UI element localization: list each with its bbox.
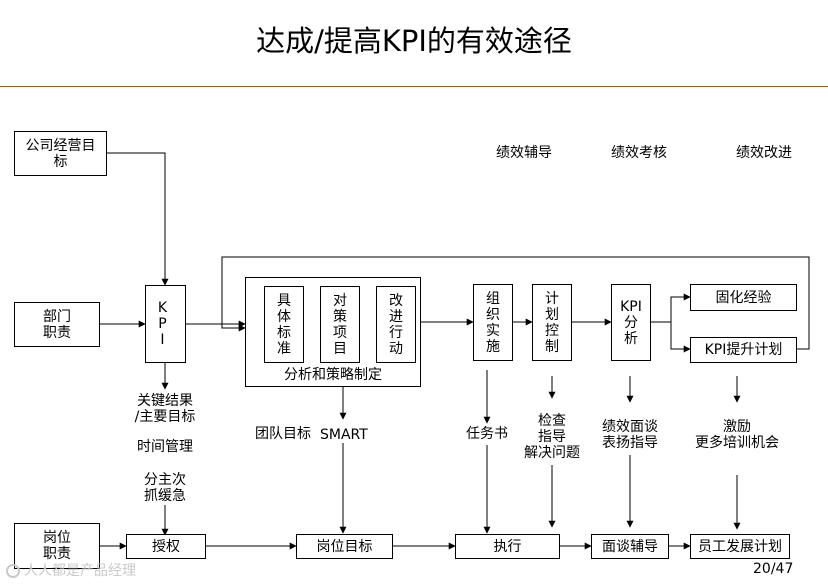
label-analysis-strategy: 分析和策略制定 (284, 367, 382, 383)
box-kpi-plan: KPI提升计划 (690, 337, 797, 363)
label-priority: 分主次 抓缓急 (144, 472, 186, 504)
phase-appraisal: 绩效考核 (611, 145, 667, 161)
page-number: 20/47 (753, 561, 794, 577)
box-kpi: KPI (145, 285, 186, 363)
line-kpiplan-to-loop (797, 309, 810, 350)
box-position-duties: 岗位职责 (14, 523, 100, 569)
page-title: 达成/提高KPI的有效途径 (256, 24, 572, 58)
label-time-mgmt: 时间管理 (137, 439, 193, 455)
label-incentive: 激励 更多培训机会 (695, 419, 779, 451)
label-team-goals: 团队目标 (255, 426, 311, 442)
box-concrete-standard: 具体标准 (264, 286, 304, 363)
box-improve-action: 改进行动 (376, 286, 416, 363)
phase-improvement: 绩效改进 (736, 145, 792, 161)
title-divider (0, 86, 828, 87)
box-plan-control: 计划控制 (532, 284, 572, 361)
box-company-goals: 公司经营目标 (14, 131, 107, 176)
box-execute: 执行 (455, 534, 560, 559)
watermark-text: 人人都是产品经理 (24, 563, 136, 579)
box-interview: 面谈辅导 (591, 534, 669, 559)
arrow-to-consolidate (651, 293, 691, 323)
box-organize: 组织实施 (473, 284, 513, 361)
label-interview-praise: 绩效面谈 表扬指导 (602, 419, 658, 451)
watermark-logo-icon (6, 564, 20, 578)
label-smart: SMART (320, 427, 368, 443)
box-position-goals: 岗位目标 (296, 534, 393, 559)
label-check-guide: 检查 指导 解决问题 (524, 413, 580, 461)
watermark: 人人都是产品经理 (6, 560, 136, 580)
arrow-company-to-kpi (107, 152, 169, 286)
box-dept-duties: 部门职责 (14, 302, 100, 347)
phase-coaching: 绩效辅导 (496, 145, 552, 161)
label-key-results: 关键结果 /主要目标 (134, 393, 196, 425)
box-consolidate: 固化经验 (690, 284, 797, 311)
box-authorize: 授权 (126, 534, 206, 559)
box-kpi-analysis: KPI分析 (611, 284, 651, 361)
box-countermeasure: 对策项目 (320, 286, 360, 363)
label-task-book: 任务书 (466, 426, 508, 442)
arrow-feedback-loop (221, 256, 810, 332)
arrow-to-kpiplan (670, 322, 691, 353)
box-staff-plan: 员工发展计划 (690, 534, 790, 559)
